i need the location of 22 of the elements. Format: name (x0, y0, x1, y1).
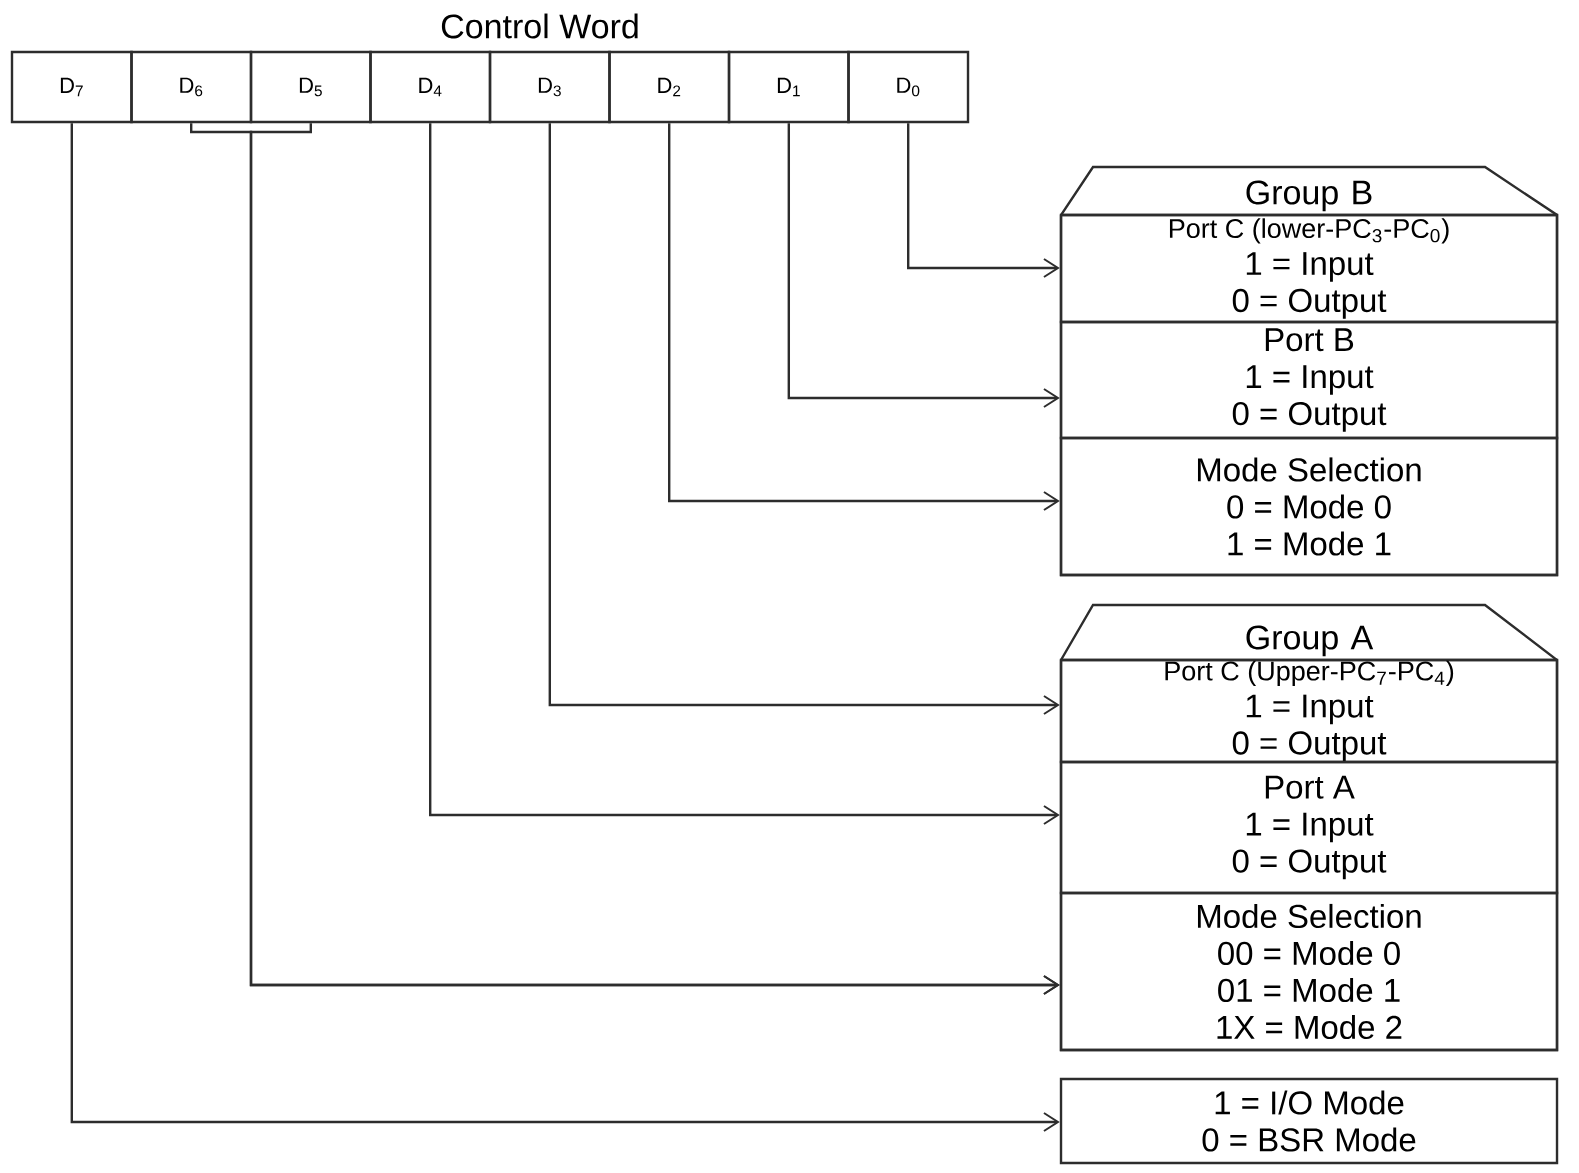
port-cell: Mode Selection 00 = Mode 0 01 = Mode 1 1X = Mode 2 (1059, 891, 1559, 1052)
port-cell: Mode Selection 0 = Mode 0 1 = Mode 1 (1059, 436, 1559, 577)
bit-cell: D$_{6}$ (130, 50, 253, 124)
arrow (787, 123, 1060, 408)
port-cell: Port C (lower-PC$_{3}$-PC$_{0}$) 1 = Input 0 = Output (1059, 213, 1559, 324)
bit-cell: D$_{4}$ (369, 50, 492, 124)
arrow (668, 123, 1060, 511)
port-cell: Port A 1 = Input 0 = Output (1059, 760, 1559, 895)
bit-cell: D$_{3}$ (488, 50, 611, 124)
port-cell: Port B 1 = Input 0 = Output (1059, 320, 1559, 440)
bit-cell: D$_{2}$ (608, 50, 731, 124)
arrow (907, 123, 1060, 278)
bit-cell: D$_{7}$ (10, 50, 133, 124)
arrow (548, 123, 1060, 715)
arrow (429, 123, 1060, 825)
bit-cell: D$_{1}$ (727, 50, 850, 124)
port-cell: 1 = I/O Mode 0 = BSR Mode (1059, 1077, 1559, 1165)
port-cell: Port C (Upper-PC$_{7}$-PC$_{4}$) 1 = Input 0 = Output (1059, 658, 1559, 764)
title: Control Word (441, 13, 638, 39)
bit-cell: D$_{0}$ (847, 50, 970, 124)
bit-cell: D$_{5}$ (249, 50, 372, 124)
arrow (70, 123, 1060, 1132)
